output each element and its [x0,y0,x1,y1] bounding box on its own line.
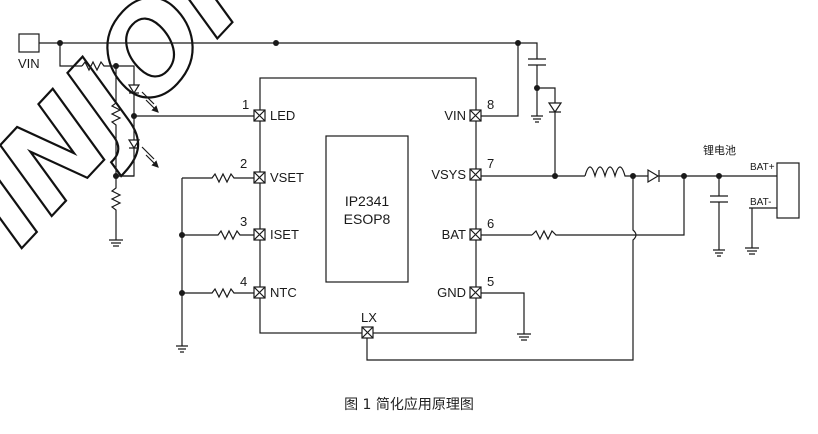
led-2-light-icon [141,146,158,167]
pin-2-number: 2 [240,156,247,171]
pin-3-number: 3 [240,214,247,229]
pin-bat-label: BAT [442,227,466,242]
vin-cap-wire [518,42,538,59]
chip-core [325,135,409,283]
pin-4-number: 4 [240,274,247,289]
led-feed-wire [59,43,82,67]
input-capacitor [528,58,546,66]
ntc-resistor [182,287,254,299]
bat-sense-resistor [531,229,560,241]
led-resistor [81,60,116,72]
gnd-wire [481,292,525,334]
bat-sense-wire [481,176,685,236]
battery-connector [776,162,800,219]
bat-plus-label: BAT+ [750,162,775,173]
pin-1-number: 1 [242,97,249,112]
ground-symbol [517,333,531,341]
lx-wire [366,176,637,361]
pin-7-number: 7 [487,156,494,171]
bat-minus-label: BAT- [750,197,771,208]
pin-lx-label: LX [361,310,377,325]
led-top-wire [116,65,135,85]
led-bottom-resistor [110,176,122,240]
pin-gnd-label: GND [437,285,466,300]
pin-vset-label: VSET [270,170,304,185]
battery-capacitor [710,176,728,250]
pin-8-number: 8 [487,97,494,112]
junction-dots [57,40,722,296]
pin-6-number: 6 [487,216,494,231]
pin-5-number: 5 [487,274,494,289]
pin-vsys-label: VSYS [431,167,466,182]
vin-terminal [18,33,40,53]
inductor [584,166,648,179]
led-1-light-icon [141,91,158,112]
bypass-diode [547,102,563,114]
ground-symbol [713,249,725,257]
pin-led-label: LED [270,108,295,123]
ground-symbol [745,208,759,255]
chip-name: IP2341 [345,193,390,209]
pin-ntc-label: NTC [270,285,297,300]
vset-resistor [182,172,254,184]
vin-label: VIN [18,56,40,71]
figure-caption: 图 1 简化应用原理图 [344,397,474,413]
iset-resistor [182,229,254,241]
ground-symbol [531,115,543,123]
pin-vin-label: VIN [444,108,466,123]
pin-iset-label: ISET [270,227,299,242]
ground-symbol [176,345,188,353]
watermark-text: INJOI [0,0,266,269]
chip-package: ESOP8 [344,211,391,227]
ground-symbol [109,239,123,247]
diode-wire [537,87,556,103]
output-diode [647,168,660,184]
led-divider-resistor [110,102,122,176]
battery-label: 锂电池 [703,143,736,157]
pin-markers [253,109,482,339]
